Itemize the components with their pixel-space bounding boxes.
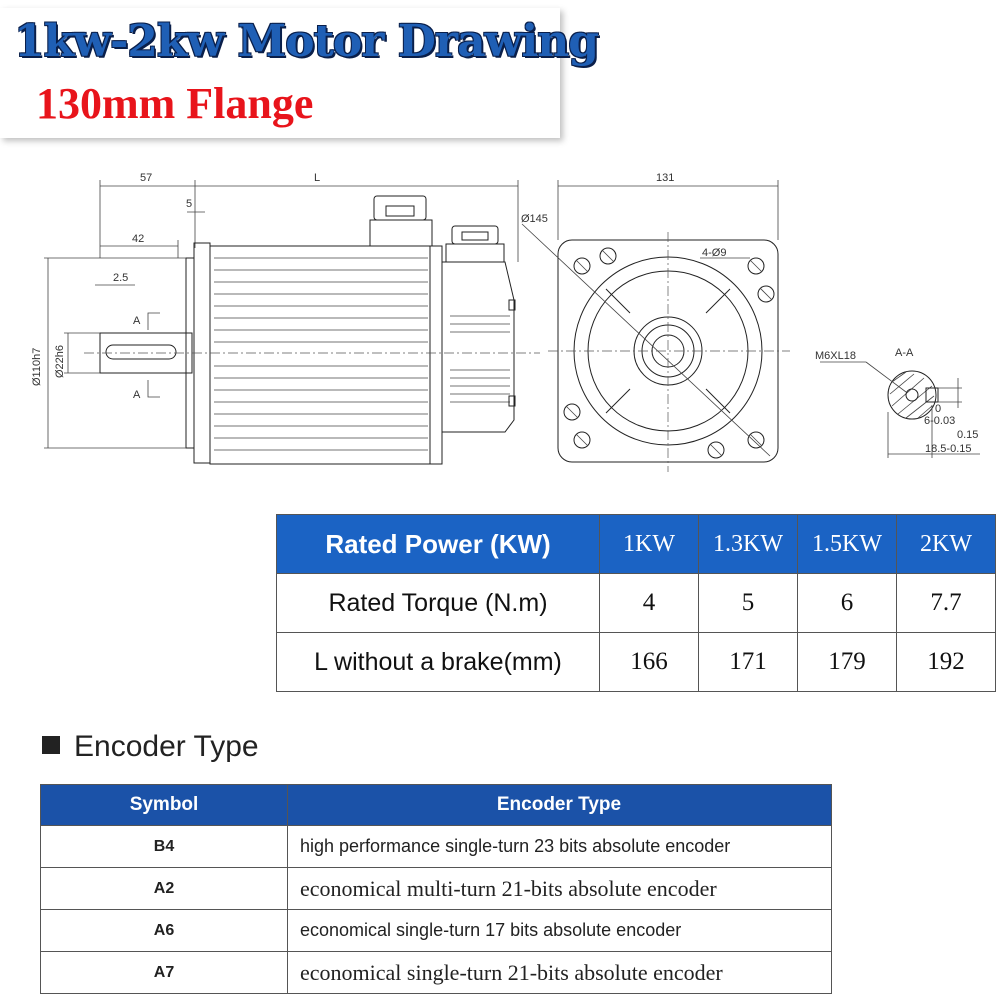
dim-131: 131 <box>656 172 674 184</box>
dim-d110h7: Ø110h7 <box>31 348 43 386</box>
table-cell: 6 <box>797 573 897 633</box>
row-label-torque: Rated Torque (N.m) <box>276 573 600 633</box>
encoder-table: Symbol Encoder Type B4 high performance … <box>40 784 832 994</box>
description-cell: high performance single-turn 23 bits abs… <box>287 825 832 868</box>
table-cell: 166 <box>599 632 699 692</box>
dim-6-0-03: 6-0.03 <box>924 415 955 427</box>
dim-0-15: 0.15 <box>957 429 978 441</box>
table-row: Rated Torque (N.m) 4 5 6 7.7 <box>276 573 996 633</box>
row-label-length: L without a brake(mm) <box>276 632 600 692</box>
dim-0: 0 <box>935 403 941 415</box>
page-subtitle: 130mm Flange <box>36 79 314 128</box>
table-row: A2 economical multi-turn 21-bits absolut… <box>40 867 832 910</box>
symbol-cell: A6 <box>40 909 288 952</box>
table-row: L without a brake(mm) 166 171 179 192 <box>276 632 996 692</box>
section-mark-a-bottom: A <box>133 389 141 401</box>
label-a-a: A-A <box>895 347 914 359</box>
dim-d22h6: Ø22h6 <box>54 345 66 378</box>
description-cell: economical multi-turn 21-bits absolute e… <box>287 867 832 910</box>
table-cell: 171 <box>698 632 798 692</box>
front-view: 131 Ø145 4-Ø9 <box>521 172 790 472</box>
section-a-a: A-A M6XL18 0 6-0.03 0.15 18.5-0.15 <box>815 347 980 458</box>
encoder-type-heading: Encoder Type <box>42 730 259 764</box>
header-2kw: 2KW <box>896 514 996 574</box>
dim-18-5: 18.5-0.15 <box>925 443 971 455</box>
dim-4-d9: 4-Ø9 <box>702 247 726 259</box>
header-1-3kw: 1.3KW <box>698 514 798 574</box>
header-encoder-type: Encoder Type <box>287 784 832 826</box>
table-header-row: Symbol Encoder Type <box>40 784 832 826</box>
header-1kw: 1KW <box>599 514 699 574</box>
dim-L: L <box>314 172 320 184</box>
table-cell: 7.7 <box>896 573 996 633</box>
rated-power-table: Rated Power (KW) 1KW 1.3KW 1.5KW 2KW Rat… <box>276 514 996 692</box>
table-cell: 4 <box>599 573 699 633</box>
header-symbol: Symbol <box>40 784 288 826</box>
table-header-row: Rated Power (KW) 1KW 1.3KW 1.5KW 2KW <box>276 514 996 574</box>
table-row: A6 economical single-turn 17 bits absolu… <box>40 909 832 952</box>
square-bullet-icon <box>42 736 60 754</box>
header-rated-power: Rated Power (KW) <box>276 514 600 574</box>
side-view: 57 L 5 42 2.5 A A <box>31 172 540 465</box>
motor-drawing: 57 L 5 42 2.5 A A <box>31 172 980 472</box>
symbol-cell: A2 <box>40 867 288 910</box>
table-row: B4 high performance single-turn 23 bits … <box>40 825 832 868</box>
dim-d145: Ø145 <box>521 213 548 225</box>
section-mark-a-top: A <box>133 315 141 327</box>
dim-m6xl18: M6XL18 <box>815 350 856 362</box>
header-1-5kw: 1.5KW <box>797 514 897 574</box>
dim-5: 5 <box>186 198 192 210</box>
page-title: 1kw-2kw Motor Drawing <box>14 16 599 67</box>
dim-42: 42 <box>132 233 144 245</box>
dim-2-5: 2.5 <box>113 272 128 284</box>
description-cell: economical single-turn 17 bits absolute … <box>287 909 832 952</box>
symbol-cell: B4 <box>40 825 288 868</box>
table-cell: 179 <box>797 632 897 692</box>
dim-57: 57 <box>140 172 152 184</box>
table-cell: 5 <box>698 573 798 633</box>
symbol-cell: A7 <box>40 951 288 994</box>
encoder-heading-text: Encoder Type <box>74 730 259 763</box>
table-cell: 192 <box>896 632 996 692</box>
table-row: A7 economical single-turn 21-bits absolu… <box>40 951 832 994</box>
description-cell: economical single-turn 21-bits absolute … <box>287 951 832 994</box>
